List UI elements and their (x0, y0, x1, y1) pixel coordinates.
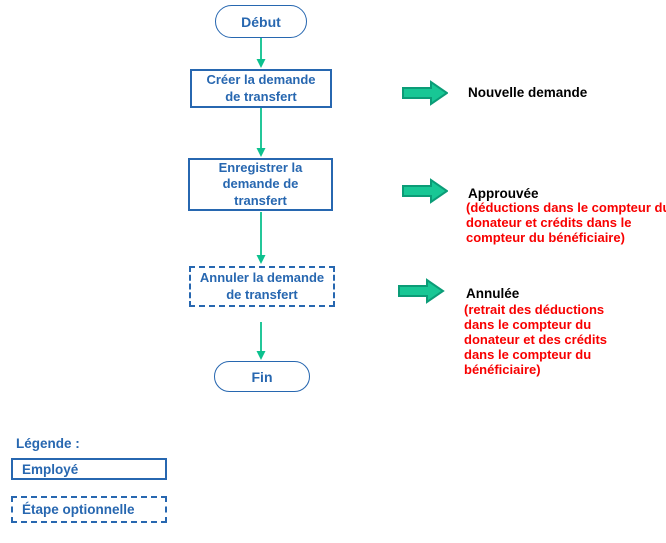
end-node: Fin (214, 361, 310, 392)
legend-item-optional-step: Étape optionnelle (11, 496, 167, 523)
start-node: Début (215, 5, 307, 38)
process-node-label-line: Enregistrer la (218, 159, 303, 175)
connector-arrow-down-icon (256, 38, 266, 68)
connector-arrow-down-icon (256, 322, 266, 360)
block-arrow-right-icon (398, 278, 445, 304)
annotation-detail-line: compteur du bénéficiaire) (466, 229, 625, 245)
block-arrow-right-icon (402, 178, 448, 204)
start-node-label: Début (241, 13, 281, 30)
annotation-title-cancelled: Annulée (466, 286, 520, 301)
annotation-detail-line: (déductions dans le compteur du (466, 200, 666, 215)
annotation-detail-cancelled: (retrait des déductions dans le compteur… (464, 302, 607, 377)
annotation-detail-line: dans le compteur du (464, 317, 592, 332)
annotation-title-approved: Approuvée (468, 186, 539, 201)
process-node-register-transfer-request: Enregistrer la demande de transfert (188, 158, 333, 211)
annotation-title-new-request: Nouvelle demande (468, 85, 588, 100)
process-node-label-line: transfert (234, 192, 287, 208)
legend-item-employee: Employé (11, 458, 167, 480)
annotation-detail-approved: (déductions dans le compteur du donateur… (466, 200, 666, 245)
process-node-label-line: Annuler la demande (199, 270, 325, 285)
annotation-detail-line: donateur et crédits dans le (466, 214, 632, 230)
annotation-detail-line: donateur et des crédits (464, 332, 608, 347)
process-node-label-line: de transfert (225, 88, 297, 104)
process-node-label-line: demande de (222, 176, 299, 192)
connector-arrow-down-icon (256, 212, 266, 264)
annotation-detail-line: (retrait des déductions (464, 302, 605, 317)
legend-item-label: Employé (22, 461, 79, 477)
annotation-detail-line: dans le compteur du (464, 347, 592, 362)
process-node-create-transfer-request: Créer la demande de transfert (190, 69, 332, 108)
connector-arrow-down-icon (256, 108, 266, 157)
annotation-detail-line: bénéficiaire) (464, 362, 541, 377)
process-node-label-line: Créer la demande (206, 72, 316, 87)
legend-title: Légende : (16, 436, 80, 451)
end-node-label: Fin (251, 368, 273, 385)
optional-process-node-cancel-transfer-request: Annuler la demande de transfert (189, 266, 335, 307)
process-node-label-line: de transfert (226, 286, 298, 302)
block-arrow-right-icon (402, 80, 448, 106)
legend-item-label: Étape optionnelle (22, 502, 135, 517)
